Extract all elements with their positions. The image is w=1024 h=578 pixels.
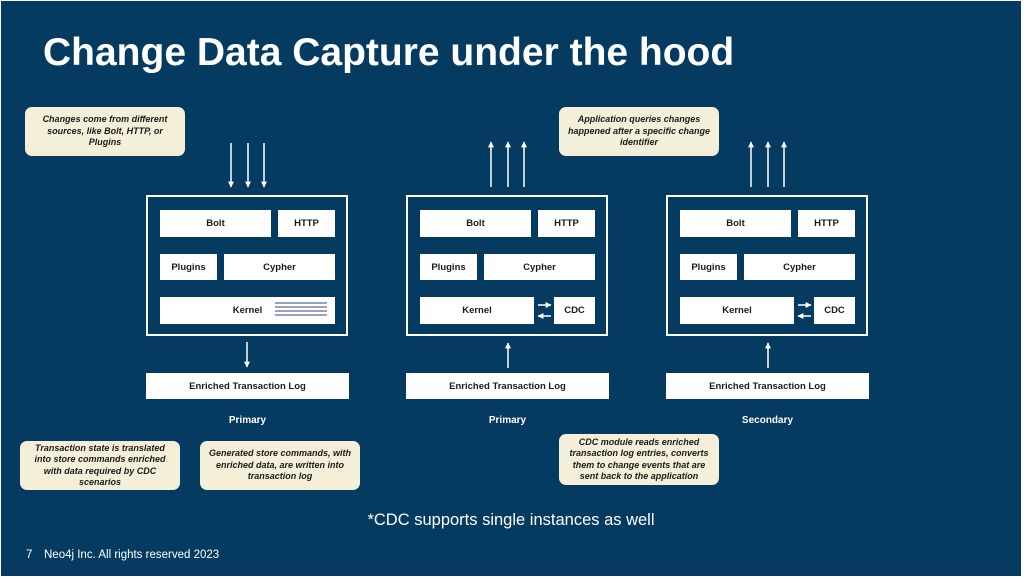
transaction-log-2: Enriched Transaction Log xyxy=(406,373,609,399)
cdc-box-2: CDC xyxy=(554,297,595,324)
server-frame-1 xyxy=(146,195,348,336)
copyright: Neo4j Inc. All rights reserved 2023 xyxy=(44,549,220,561)
bolt-box-1: Bolt xyxy=(160,210,271,237)
transaction-log-1: Enriched Transaction Log xyxy=(146,373,349,399)
page-number: 7 xyxy=(26,549,33,561)
callout-sources: Changes come from different sources, lik… xyxy=(25,107,185,156)
slide-title: Change Data Capture under the hood xyxy=(43,31,735,74)
plugins-box-2: Plugins xyxy=(420,254,477,280)
cypher-box-2: Cypher xyxy=(484,254,595,280)
role-label-1: Primary xyxy=(228,415,267,426)
http-box-1: HTTP xyxy=(278,210,335,237)
kernel-label-1: Kernel xyxy=(232,305,263,316)
cypher-box-1: Cypher xyxy=(224,254,335,280)
bolt-box-2: Bolt xyxy=(420,210,531,237)
role-label-3: Secondary xyxy=(741,415,794,426)
cypher-box-3: Cypher xyxy=(744,254,855,280)
http-box-2: HTTP xyxy=(538,210,595,237)
plugins-box-3: Plugins xyxy=(680,254,737,280)
transaction-log-3: Enriched Transaction Log xyxy=(666,373,869,399)
bolt-box-3: Bolt xyxy=(680,210,791,237)
role-label-2: Primary xyxy=(488,415,527,426)
http-box-3: HTTP xyxy=(798,210,855,237)
footnote: *CDC supports single instances as well xyxy=(367,511,655,529)
kernel-box-3: Kernel xyxy=(680,297,794,324)
server-frame-2 xyxy=(406,195,608,336)
callout-module: CDC module reads enriched transaction lo… xyxy=(559,434,719,485)
callout-store: Generated store commands, with enriched … xyxy=(200,441,360,490)
cdc-box-3: CDC xyxy=(814,297,855,324)
server-frame-3 xyxy=(666,195,868,336)
callout-translate: Transaction state is translated into sto… xyxy=(20,441,180,490)
kernel-box-2: Kernel xyxy=(420,297,534,324)
plugins-box-1: Plugins xyxy=(160,254,217,280)
callout-queries: Application queries changes happened aft… xyxy=(559,107,719,156)
